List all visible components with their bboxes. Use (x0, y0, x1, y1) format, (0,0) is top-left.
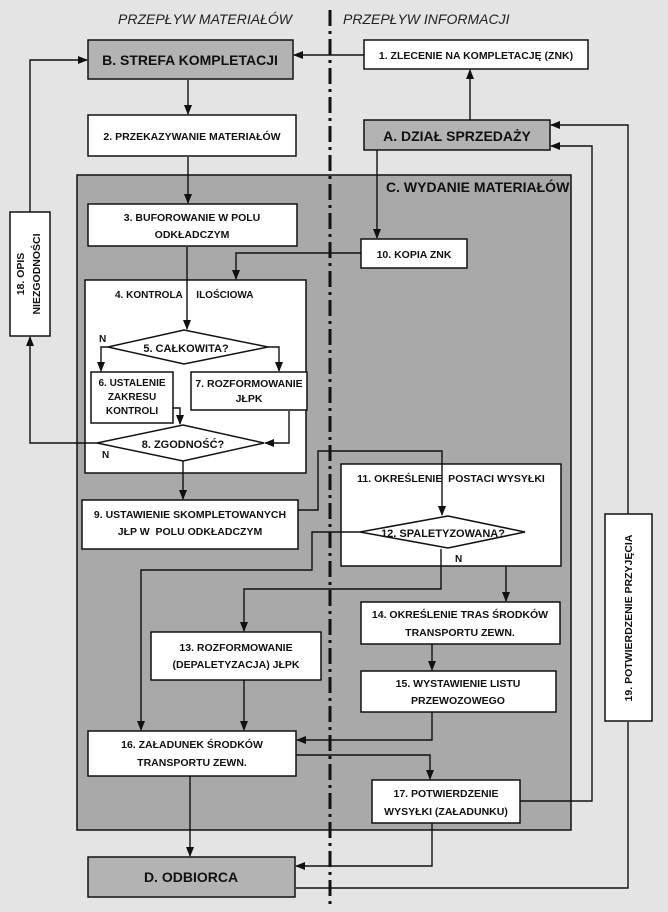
node-17-potwierdzenie-wysylki (371, 779, 521, 824)
section-wydanie-title: C. WYDANIE MATERIAŁÓW (386, 178, 570, 195)
arrow-12-no-to-13 (240, 549, 442, 632)
node-6-ustalenie-zakresu (90, 371, 174, 424)
arrow-17-to-d (295, 823, 433, 870)
node-d-label: D. ODBIORCA (144, 869, 238, 885)
node-9-label-line2: JŁP W POLU ODKŁADCZYM (118, 526, 263, 538)
decision-12-label: 12. SPALETYZOWANA? (381, 528, 505, 540)
node-13-rozformowanie-depaletyzacja (150, 631, 322, 681)
node-6-label-line3: KONTROLI (106, 406, 158, 417)
decision-5-label: 5. CAŁKOWITA? (143, 343, 229, 355)
decision-12-no-label: N (455, 554, 462, 565)
section-kontrola-title: 4. KONTROLA ILOŚCIOWA (115, 288, 254, 301)
arrow-9-to-12 (298, 450, 446, 516)
node-16-label-line1: 16. ZAŁADUNEK ŚRODKÓW (121, 738, 263, 751)
node-6-label-line2: ZAKRESU (108, 392, 156, 403)
node-6-label-line1: 6. USTALENIE (98, 378, 165, 389)
node-9-label-line1: 9. USTAWIENIE SKOMPLETOWANYCH (94, 509, 286, 521)
arrow-12-to-16 (137, 531, 360, 731)
node-11-label: 11. OKREŚLENIE POSTACI WYSYŁKI (357, 472, 545, 485)
node-17-label-line1: 17. POTWIERDZENIE (393, 788, 498, 800)
node-18-opis-niezgodnosci (9, 211, 51, 337)
node-17-label-line2: WYSYŁKI (ZAŁADUNKU) (384, 806, 508, 818)
node-14-label-line2: TRANSPORTU ZEWN. (405, 627, 515, 639)
node-d-odbiorca (87, 856, 296, 898)
node-18-label-line2: NIEZGODNOŚCI (30, 233, 43, 314)
node-13-label-line2: (DEPALETYZACJA) JŁPK (173, 659, 300, 671)
node-2-przekazywanie (87, 114, 297, 157)
arrow-19-to-a (550, 121, 629, 514)
decision-8-no-label: N (102, 450, 109, 461)
header-information-flow: PRZEPŁYW INFORMACJI (343, 11, 510, 27)
arrow-17-to-a (520, 142, 593, 802)
node-14-okreslenie-tras (360, 601, 561, 645)
header-material-flow: PRZEPŁYW MATERIAŁÓW (118, 11, 294, 27)
node-16-zaladunek (87, 730, 297, 777)
node-2-label: 2. PRZEKAZYWANIE MATERIAŁÓW (103, 130, 280, 143)
node-18-label-line1: 18. OPIS (15, 253, 27, 296)
node-b-strefa-kompletacji (87, 39, 294, 80)
node-19-label: 19. POTWIERDZENIE PRZYJĘCIA (623, 534, 635, 701)
node-15-label-line2: PRZEWOZOWEGO (411, 695, 505, 707)
node-10-label: 10. KOPIA ZNK (377, 249, 452, 261)
node-3-label-line1: 3. BUFOROWANIE W POLU (124, 212, 261, 224)
node-13-label-line1: 13. ROZFORMOWANIE (179, 642, 292, 654)
node-15-wystawienie-listu (360, 670, 557, 713)
connectors (26, 51, 629, 889)
node-3-buforowanie (87, 203, 298, 247)
node-19-potwierdzenie-przyjecia (604, 513, 653, 722)
arrow-15-to-16 (296, 712, 433, 744)
node-b-label: B. STREFA KOMPLETACJI (102, 52, 278, 68)
node-7-label-line1: 7. ROZFORMOWANIE (195, 378, 302, 390)
node-14-label-line1: 14. OKREŚLENIE TRAS ŚRODKÓW (372, 608, 548, 621)
node-10-kopia-znk (360, 238, 468, 269)
node-3-label-line2: ODKŁADCZYM (155, 229, 230, 241)
node-11-okreslenie-postaci (340, 463, 562, 567)
line-d-to-19 (296, 722, 629, 889)
node-15-label-line1: 15. WYSTAWIENIE LISTU (396, 678, 521, 690)
node-1-label: 1. ZLECENIE NA KOMPLETACJĘ (ZNK) (379, 50, 573, 62)
node-1-zlecenie (363, 39, 589, 70)
decision-5-no-label: N (99, 334, 106, 345)
decision-8-label: 8. ZGODNOŚĆ? (142, 438, 225, 451)
decision-12-spaletyzowana (359, 515, 526, 549)
node-7-label-line2: JŁPK (236, 393, 263, 405)
node-a-dzial-sprzedazy (363, 119, 551, 151)
node-9-ustawienie-jlp (81, 499, 299, 550)
arrow-18-to-b (29, 56, 88, 212)
arrow-10-to-kontrola (232, 252, 361, 280)
arrow-7-to-8 (264, 411, 290, 447)
node-16-label-line2: TRANSPORTU ZEWN. (137, 757, 247, 769)
node-7-rozformowanie (190, 371, 308, 411)
arrow-16-to-17 (296, 754, 434, 780)
arrow-6-to-8 (173, 407, 184, 425)
arrow-8-no-to-18 (26, 336, 97, 444)
node-a-label: A. DZIAŁ SPRZEDAŻY (383, 128, 531, 144)
arrow-5-no-to-6 (97, 346, 108, 372)
arrow-5-yes-to-7 (268, 346, 283, 372)
